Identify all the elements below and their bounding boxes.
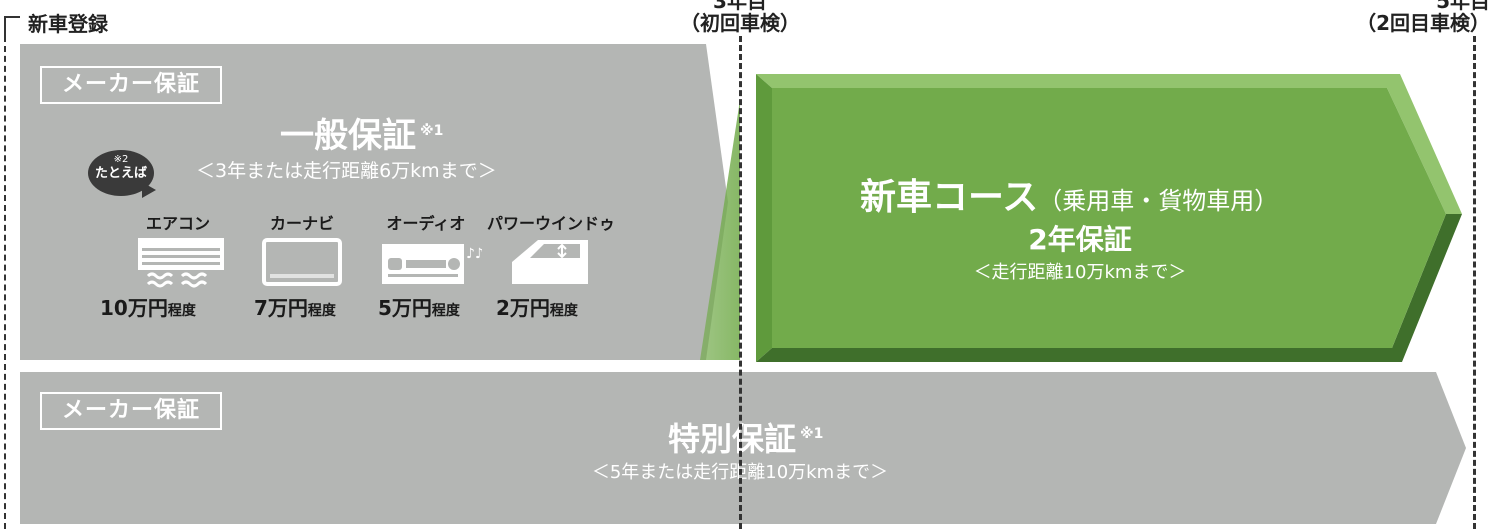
milestone-year3-year: 3年目 — [713, 0, 767, 13]
new-car-course-terms: ＜走行距離10万kmまで＞ — [973, 262, 1187, 283]
special-warranty-note: ※1 — [800, 426, 824, 443]
item-price-carnavi-amount: 7万円 — [254, 296, 308, 320]
special-warranty-arrow — [20, 372, 1466, 524]
item-price-aircon: 10万円程度 — [100, 292, 196, 321]
timeline-start-line — [4, 36, 6, 529]
milestone-year5-year: 5年目 — [1436, 0, 1490, 13]
power-window-icon — [512, 240, 588, 284]
car-navigation-icon — [262, 238, 342, 286]
general-warranty-title-text: 一般保証 — [280, 116, 416, 156]
milestone-year5-label: 5年目 （2回目車検） — [1340, 0, 1490, 34]
item-price-aircon-amount: 10万円 — [100, 296, 168, 320]
item-price-audio: 5万円程度 — [378, 292, 460, 321]
special-warranty-title-text: 特別保証 — [668, 420, 797, 458]
general-warranty-title: 一般保証※1 — [280, 108, 443, 157]
item-price-aircon-suffix: 程度 — [167, 303, 196, 319]
start-marker — [4, 16, 20, 36]
item-name-carnavi: カーナビ — [269, 214, 334, 233]
item-name-aircon: エアコン — [145, 214, 210, 233]
item-name-power-window: パワーウインドゥ — [486, 214, 615, 233]
new-car-course-warranty: 2年保証 — [1028, 223, 1132, 256]
example-bubble-note: ※2 — [113, 154, 129, 165]
timeline-year5-line — [1473, 36, 1476, 529]
item-name-audio: オーディオ — [386, 214, 466, 233]
new-car-course-bevel-left — [756, 74, 772, 362]
green-fade-overlay — [545, 100, 740, 360]
special-warranty-title: 特別保証※1 — [668, 414, 823, 460]
new-car-course-arrow — [772, 88, 1446, 348]
example-bubble-tail — [142, 182, 156, 198]
item-price-power-window-suffix: 程度 — [549, 303, 578, 319]
general-warranty-note: ※1 — [420, 122, 444, 139]
svg-text:♪♪: ♪♪ — [466, 246, 482, 262]
milestone-year5-inspection: （2回目車検） — [1356, 11, 1490, 35]
item-price-audio-suffix: 程度 — [431, 303, 460, 319]
car-audio-icon: ♪♪ — [382, 244, 482, 284]
general-warranty-terms: ＜3年または走行距離6万kmまで＞ — [196, 160, 497, 182]
new-car-course-subtitle: （乗用車・貨物車用） — [1038, 187, 1279, 215]
maker-warranty-badge-general: メーカー保証 — [40, 66, 223, 104]
timeline-year3-line — [739, 36, 742, 529]
new-car-course-name: 新車コース — [860, 177, 1039, 218]
milestone-year3-label: 3年目 （初回車検） — [680, 0, 800, 34]
item-price-audio-amount: 5万円 — [378, 296, 432, 320]
item-price-power-window: 2万円程度 — [496, 292, 578, 321]
example-bubble-text: たとえば — [94, 166, 147, 181]
milestone-start-label: 新車登録 — [28, 12, 108, 36]
maker-warranty-badge-special: メーカー保証 — [40, 392, 223, 430]
air-conditioner-icon — [138, 238, 224, 288]
new-car-course-title: 新車コース（乗用車・貨物車用） — [860, 168, 1278, 220]
item-price-carnavi-suffix: 程度 — [307, 303, 336, 319]
milestone-year3-inspection: （初回車検） — [680, 11, 800, 35]
item-price-power-window-amount: 2万円 — [496, 296, 550, 320]
item-price-carnavi: 7万円程度 — [254, 292, 336, 321]
